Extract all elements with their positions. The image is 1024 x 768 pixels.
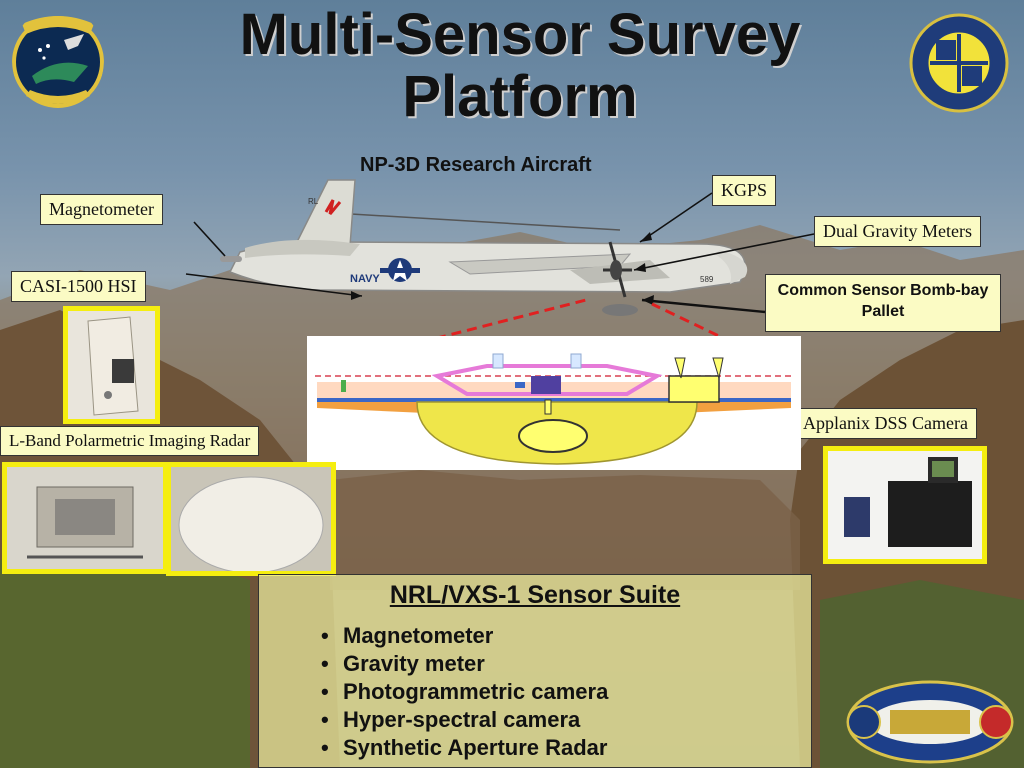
lband-radar-photo-1 — [2, 462, 168, 574]
sensor-suite-heading: NRL/VXS-1 Sensor Suite — [389, 581, 681, 609]
page-title: Multi-Sensor Survey Platform — [140, 4, 900, 128]
magnetometer-callout: Magnetometer — [40, 194, 163, 225]
list-item: Magnetometer — [321, 622, 811, 650]
pallet-diagram — [307, 336, 801, 470]
applanix-callout: Applanix DSS Camera — [794, 408, 977, 439]
nose-number: 589 — [700, 275, 714, 284]
list-item: Gravity meter — [321, 650, 811, 678]
lband-radar-photo-2 — [166, 462, 336, 576]
casi-callout: CASI-1500 HSI — [11, 271, 146, 302]
page-subtitle: NP-3D Research Aircraft — [360, 154, 592, 176]
sensor-suite-list: Magnetometer Gravity meter Photogrammetr… — [321, 622, 811, 762]
sensor-suite-panel: NRL/VXS-1 Sensor Suite Magnetometer Grav… — [258, 574, 812, 768]
list-item: Synthetic Aperture Radar — [321, 734, 811, 762]
dual-gravity-callout: Dual Gravity Meters — [814, 216, 981, 247]
tail-code: RL — [308, 197, 319, 206]
fuselage-text: NAVY — [350, 273, 380, 285]
title-line1: Multi-Sensor Survey — [239, 2, 801, 67]
list-item: Hyper-spectral camera — [321, 706, 811, 734]
applanix-camera-photo — [823, 446, 987, 564]
kgps-callout: KGPS — [712, 175, 777, 206]
casi-photo — [63, 306, 160, 424]
nrl-seal-icon — [909, 13, 1009, 113]
onr-logo-icon — [846, 680, 1014, 764]
warlocks-patch-icon — [12, 16, 104, 108]
pallet-callout: Common Sensor Bomb-bay Pallet — [765, 274, 1001, 332]
lband-callout: L-Band Polarmetric Imaging Radar — [0, 426, 260, 456]
list-item: Photogrammetric camera — [321, 678, 811, 706]
title-line2: Platform — [402, 64, 638, 129]
